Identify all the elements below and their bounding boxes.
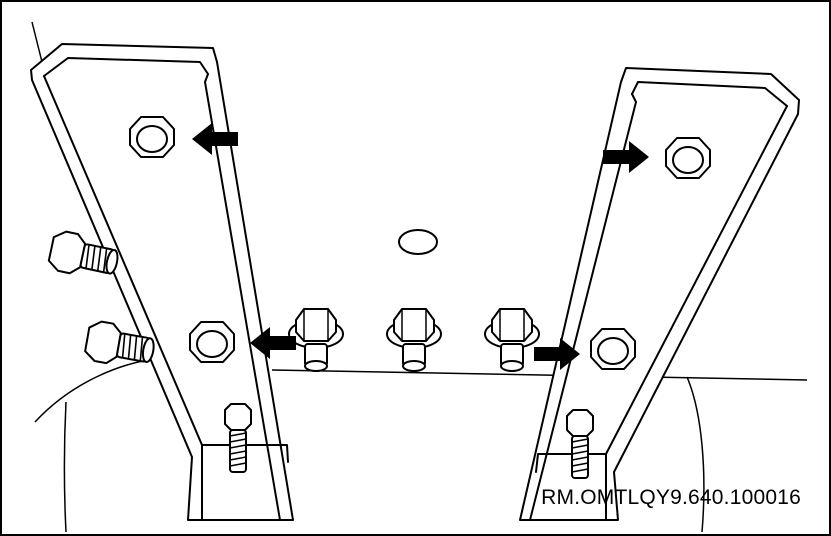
flange-bolt-1: [288, 308, 344, 372]
drain-hole: [398, 229, 438, 255]
axle-housing-curve-left: [34, 357, 163, 423]
bracket-bolt-upper-left: [129, 116, 175, 158]
bracket-bolt-lower-left: [189, 321, 235, 363]
right-bracket: [519, 67, 800, 521]
side-bolt-lower-left: [84, 320, 155, 365]
flange-bolt-2: [386, 308, 442, 372]
bracket-bolt-upper-right: [665, 137, 711, 179]
axle-housing-top: [271, 369, 808, 381]
flange-bolt-3: [484, 308, 540, 372]
frame-edge-left: [31, 21, 43, 63]
axle-housing-curve-left-lower: [63, 401, 67, 533]
bracket-bolt-lower-right: [590, 328, 636, 370]
reference-code: RM.OMTLQY9.640.100016: [541, 486, 801, 509]
left-bracket: [30, 43, 294, 521]
axle-housing-curve-right: [686, 376, 705, 533]
side-bolt-upper-left: [47, 230, 119, 275]
